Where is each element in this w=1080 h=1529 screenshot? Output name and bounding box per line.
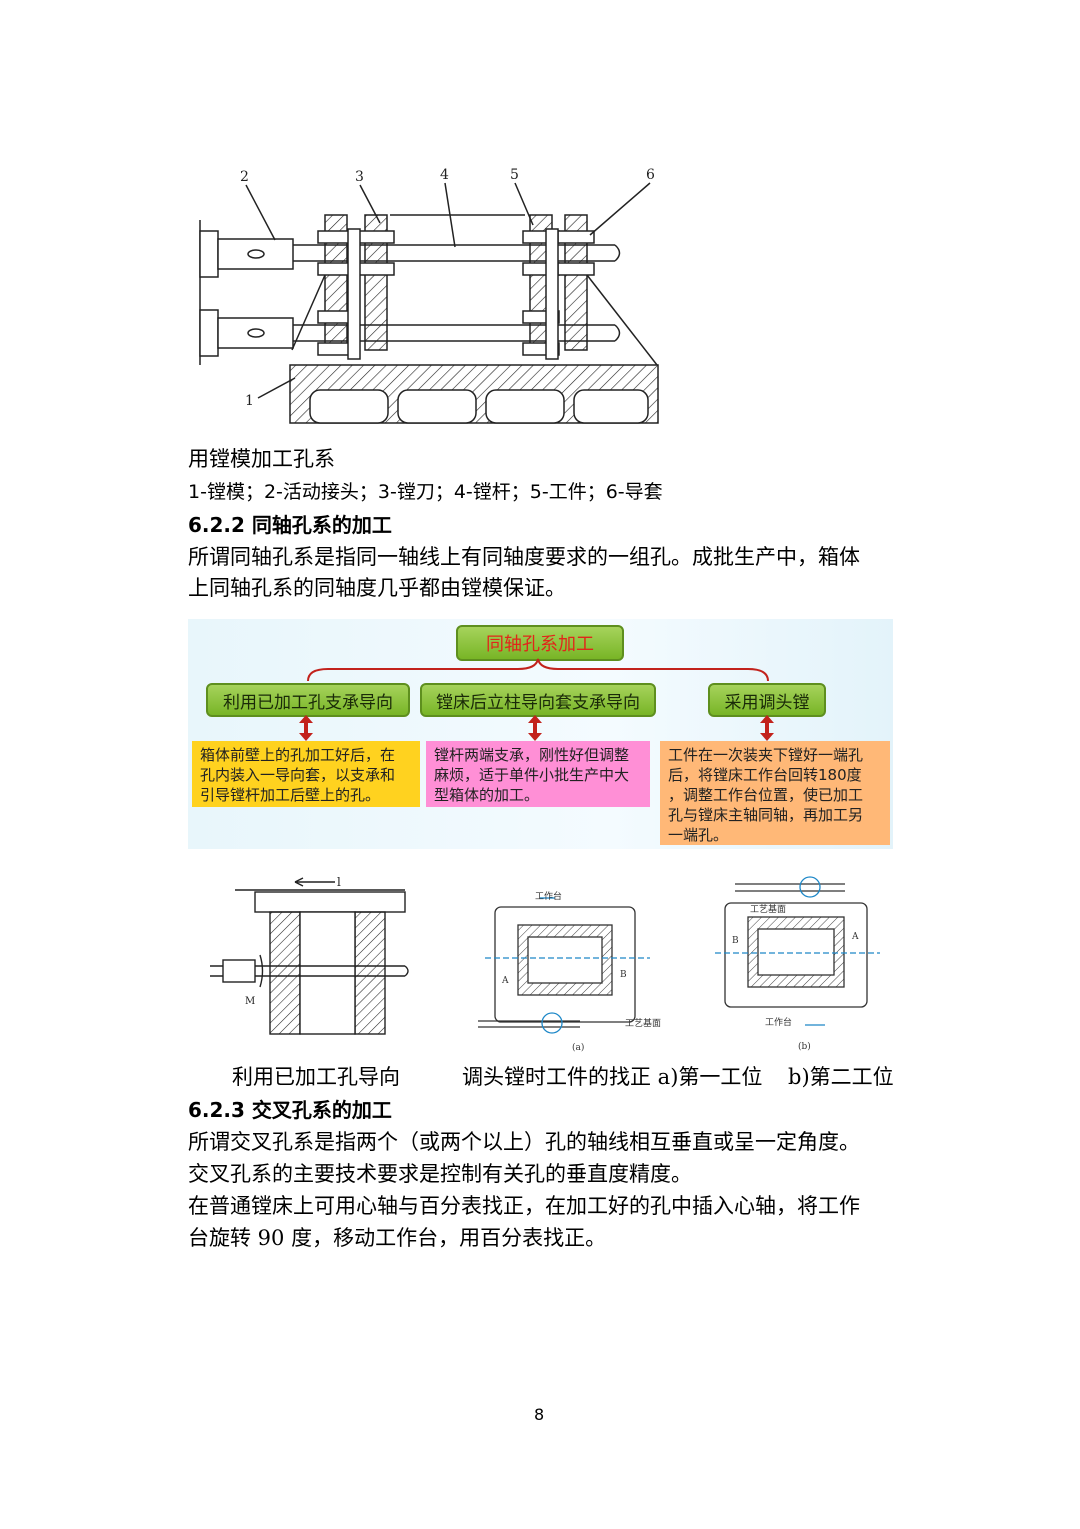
method-desc-3: 工件在一次装夹下镗好一端孔 后，将镗床工作台回转180度 ，调整工作台位置，使已… [660, 741, 890, 845]
reverse-boring-second-station-figure: 工艺基面 B A 工作台 (b) [715, 876, 880, 1052]
fig1-label-2: 2 [240, 169, 249, 185]
figure1-caption: 用镗模加工孔系 [188, 447, 335, 471]
method-node-1: 利用已加工孔支承导向 [206, 683, 410, 717]
fig2-mid-table-label: 工作台 [535, 890, 562, 902]
section-623-line1: 所谓交叉孔系是指两个（或两个以上）孔的轴线相互垂直或呈一定角度。 [188, 1130, 860, 1154]
fig2-left-force-label: l [337, 875, 341, 889]
section-623-line4: 台旋转 90 度，移动工作台，用百分表找正。 [188, 1226, 607, 1250]
method-node-3: 采用调头镗 [708, 683, 826, 717]
reverse-boring-first-station-figure: 工作台 工艺基面 A B (a) [478, 890, 661, 1053]
method-desc-1: 箱体前壁上的孔加工好后，在 孔内装入一导向套，以支承和 引导镗杆加工后壁上的孔。 [192, 741, 420, 807]
section-623-heading: 6.2.3 交叉孔系的加工 [188, 1098, 392, 1122]
diagram-brace [307, 658, 769, 682]
fig1-label-4: 4 [440, 167, 449, 183]
fig2-right-sub-label: (b) [798, 1041, 811, 1052]
double-arrow-icon [760, 715, 774, 741]
figure2-caption-left: 利用已加工孔导向 [232, 1065, 400, 1089]
section-623-line3: 在普通镗床上可用心轴与百分表找正，在加工好的孔中插入心轴，将工作 [188, 1194, 860, 1218]
method-node-2: 镗床后立柱导向套支承导向 [420, 683, 656, 717]
figure2-caption-right-1: 调头镗时工件的找正 a)第一工位 [462, 1065, 763, 1089]
double-arrow-icon [528, 715, 542, 741]
section-623-line2: 交叉孔系的主要技术要求是控制有关孔的垂直度精度。 [188, 1162, 692, 1186]
boring-fixture-figure: 2 3 4 5 6 1 [199, 167, 659, 424]
fig1-label-6: 6 [646, 167, 655, 183]
fig2-mid-a-label: A [501, 976, 509, 986]
page-number: 8 [534, 1405, 545, 1424]
section-622-paragraph-line1: 所谓同轴孔系是指同一轴线上有同轴度要求的一组孔。成批生产中，箱体 [188, 545, 860, 569]
fig2-mid-datum-label: 工艺基面 [625, 1017, 661, 1029]
double-arrow-icon [299, 715, 313, 741]
fig2-right-b-label: B [732, 936, 739, 946]
section-622-heading: 6.2.2 同轴孔系的加工 [188, 513, 392, 537]
fig2-right-a-label: A [851, 932, 859, 942]
diagram-root-node: 同轴孔系加工 [456, 625, 624, 661]
method-desc-2: 镗杆两端支承，刚性好但调整 麻烦，适于单件小批生产中大 型箱体的加工。 [426, 741, 650, 807]
section-622-paragraph-line2: 上同轴孔系的同轴度几乎都由镗模保证。 [188, 576, 566, 600]
coaxial-methods-diagram: 同轴孔系加工 利用已加工孔支承导向 镗床后立柱导向套支承导向 采用调头镗 箱体前… [188, 619, 893, 849]
fig2-mid-sub-label: (a) [572, 1042, 584, 1053]
fig2-right-table-label: 工作台 [765, 1016, 792, 1028]
fig2-left-moment-label: M [245, 996, 255, 1007]
fig2-right-datum-label: 工艺基面 [750, 903, 786, 915]
guided-boring-figure: l M [210, 875, 409, 1035]
fig1-label-3: 3 [355, 169, 364, 185]
fig1-label-1: 1 [245, 393, 254, 409]
fig2-mid-b-label: B [620, 970, 627, 980]
figure1-legend: 1-镗模；2-活动接头；3-镗刀；4-镗杆；5-工件；6-导套 [188, 481, 663, 503]
fig1-label-5: 5 [510, 167, 519, 183]
figure2-caption-right-2: b)第二工位 [788, 1065, 894, 1089]
